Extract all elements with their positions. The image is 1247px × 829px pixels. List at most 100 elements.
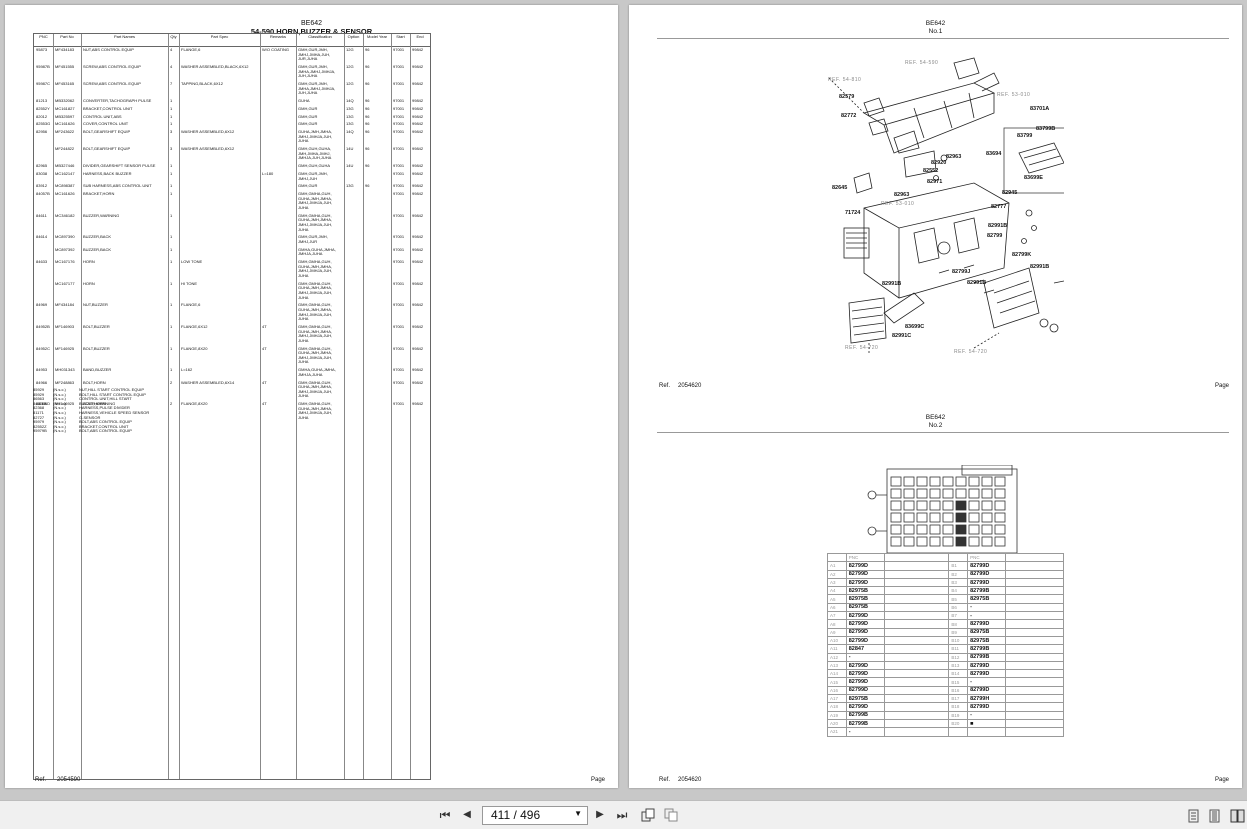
table-cell: A19 xyxy=(827,710,847,720)
table-cell: 97001 xyxy=(393,324,405,329)
table-cell: B11 xyxy=(948,644,969,654)
chevron-down-icon[interactable]: ▼ xyxy=(574,809,582,818)
table-cell: 1 xyxy=(170,163,173,169)
table-cell: BOLT,BUZZER xyxy=(83,345,110,351)
last-page-button[interactable]: ⏭ xyxy=(616,808,628,822)
callout: 83799 xyxy=(1017,133,1033,139)
callout: 82991B xyxy=(1030,264,1050,270)
page-copy-icon[interactable] xyxy=(664,808,678,822)
table-cell: MF146925 xyxy=(55,345,75,351)
table-cell: 82799D xyxy=(845,627,886,637)
table-cell xyxy=(884,727,950,737)
table-cell: 95987C xyxy=(36,81,51,86)
table-cell: GMH,GUR,JMH, xyxy=(298,81,328,86)
table-cell: MB325597 xyxy=(55,113,75,119)
table-cell: 82975B xyxy=(967,627,1007,637)
list-cell: BOLT,HILL START CONTROL EQUIP xyxy=(79,391,146,397)
table-cell: BOLT,GEARSHIFT EQUIP xyxy=(83,129,131,135)
table-cell: JUHA xyxy=(298,205,309,210)
table-cell: GUHA,JMH,JMHA, xyxy=(298,384,332,390)
table-cell: NUT,ABS CONTROL EQUIP xyxy=(83,47,134,52)
table-cell: 82799B xyxy=(967,652,1007,662)
table-cell: JMHJ,JMHJA,JUH, xyxy=(298,354,333,360)
table-cell: A20 xyxy=(827,718,847,729)
table-cell: 82012 xyxy=(36,113,48,119)
table-cell: 99842 xyxy=(412,280,424,286)
table-cell: 82799D xyxy=(845,635,886,646)
table-cell: MC167177 xyxy=(55,280,75,286)
table-cell: JUHA xyxy=(298,226,309,232)
table-cell xyxy=(884,602,950,613)
page-number-input[interactable]: 411 / 496 ▼ xyxy=(482,806,588,825)
table-cell: A6 xyxy=(827,602,847,613)
list-item: 85929(N.s.c.)BOLT,HILL START CONTROL EQU… xyxy=(33,391,149,398)
table-cell: 97001 xyxy=(393,113,405,119)
table-cell: B7 xyxy=(948,611,969,621)
prev-page-button[interactable]: ◀ xyxy=(463,809,471,820)
fuse-slot xyxy=(955,500,967,511)
table-cell: JMHJA,JUHA xyxy=(298,371,323,377)
table-cell xyxy=(884,627,950,637)
next-page-button[interactable]: ▶ xyxy=(596,809,604,820)
table-cell: B13 xyxy=(948,660,969,671)
table-cell: 4T xyxy=(262,401,267,407)
callout: 82971 xyxy=(927,179,943,185)
fuse-box-illustration xyxy=(867,465,1018,554)
illustration-number: No.1 xyxy=(928,28,943,35)
table-cell: JUHA xyxy=(298,316,309,322)
table-cell: FLANGE,6X12 xyxy=(181,324,208,329)
callout: 82991C xyxy=(892,333,912,339)
list-item: 82552Z(N.s.c.)BRACKET,CONTROL UNIT xyxy=(33,423,149,430)
list-cell: (N.s.c.) xyxy=(53,396,66,402)
section-title: 54-590 HORN,BUZZER & SENSOR xyxy=(250,27,373,36)
table-cell: 13G xyxy=(346,105,354,111)
list-cell: (N.s.c.) xyxy=(53,400,66,406)
list-cell: 85929 xyxy=(33,387,45,392)
table-cell: BRACKET,HORN xyxy=(83,191,115,197)
list-cell: 82552Z xyxy=(33,423,47,429)
table-cell: HI TONE xyxy=(181,280,198,286)
table-cell: GMH,GUR xyxy=(298,105,318,111)
model-code: BE642 xyxy=(925,414,946,421)
table-cell: 82975B xyxy=(845,694,886,704)
exploded-parts-illustration xyxy=(828,57,1064,353)
table-cell: JMHA,JMHJ,JMHJA, xyxy=(298,85,336,91)
fuse-slot xyxy=(994,536,1006,547)
table-cell: 82552Y xyxy=(36,105,50,111)
continuous-view-icon[interactable] xyxy=(1209,809,1221,823)
table-cell: FLANGE,6 xyxy=(181,302,201,308)
table-cell: B4 xyxy=(948,586,969,596)
fuse-slot xyxy=(929,524,941,535)
table-cell: MF453165 xyxy=(55,81,75,86)
table-cell: 84633 xyxy=(36,259,48,265)
table-cell xyxy=(884,561,950,571)
table-cell: MC161827 xyxy=(55,105,75,111)
table-cell: 97001 xyxy=(393,121,405,127)
rotate-page-icon[interactable] xyxy=(641,808,655,822)
fuse-slot xyxy=(981,476,993,487)
fuse-slot xyxy=(903,500,915,511)
table-cell: MF451555 xyxy=(55,64,75,69)
two-page-view-icon[interactable] xyxy=(1230,809,1246,823)
table-cell: GMH,GMHA,GUH, xyxy=(298,191,332,197)
table-cell: JUHA xyxy=(298,359,309,365)
fuse-slot xyxy=(981,512,993,523)
table-header xyxy=(827,552,847,563)
table-cell: JMHA,JMHJ,JMHJA, xyxy=(298,68,336,74)
table-cell: BOLT,HORN xyxy=(83,401,106,407)
ref-label: REF. 54-590 xyxy=(905,60,939,66)
table-cell: 97001 xyxy=(393,183,405,189)
fuse-slot xyxy=(968,512,980,523)
col-header: Part Spec xyxy=(210,34,229,39)
list-cell: CONTROL UNIT,HILL START xyxy=(79,396,132,402)
callout: 82920 xyxy=(931,160,947,166)
table-cell: A21 xyxy=(827,727,847,737)
table-cell: 3 xyxy=(170,129,173,135)
table-cell: 13G xyxy=(346,121,354,127)
table-cell xyxy=(1005,635,1064,646)
single-page-view-icon[interactable] xyxy=(1188,809,1200,823)
first-page-button[interactable]: ⏮ xyxy=(439,808,451,822)
